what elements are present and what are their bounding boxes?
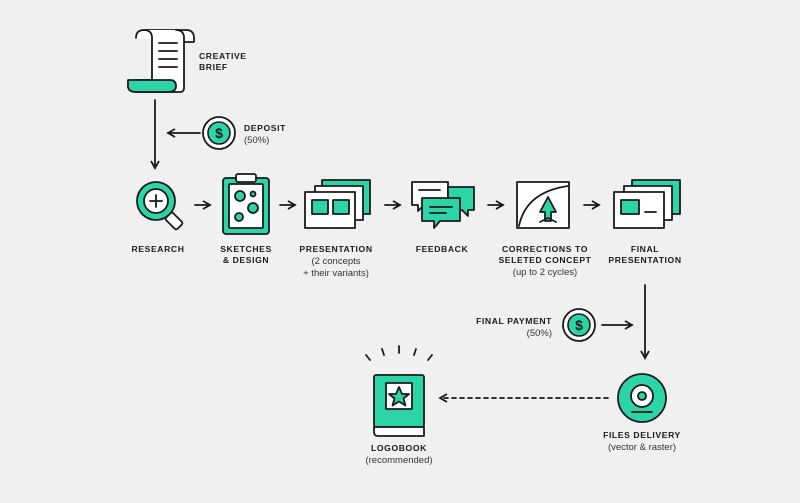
book-star-icon — [365, 345, 433, 437]
stacked-screens-icon — [613, 179, 681, 229]
corrections-title-line2: SELETED CONCEPT — [498, 255, 592, 265]
deposit-sub: (50%) — [244, 135, 270, 146]
cursor-curve-icon — [516, 181, 570, 229]
files-delivery-sub: (vector & raster) — [607, 442, 677, 453]
sketches-title-line2: & DESIGN — [222, 255, 270, 265]
label-creative-brief: CREATIVE BRIEF — [199, 51, 247, 73]
brief-title-line1: CREATIVE — [199, 51, 247, 61]
brief-title-line2: BRIEF — [199, 62, 228, 72]
final-presentation-title-line1: FINAL — [630, 244, 660, 254]
magnifier-plus-icon — [136, 181, 184, 231]
stacked-cards-icon — [304, 179, 371, 229]
label-logobook: LOGOBOOK (recommended) — [349, 443, 449, 466]
sketches-title-line1: SKETCHES — [220, 244, 272, 254]
logobook-title: LOGOBOOK — [371, 443, 427, 453]
feedback-title: FEEDBACK — [415, 244, 469, 254]
label-research: RESEARCH — [118, 244, 198, 255]
presentation-title: PRESENTATION — [299, 244, 373, 254]
deposit-title: DEPOSIT — [244, 123, 286, 133]
logobook-sub: (recommended) — [365, 455, 433, 466]
label-final-presentation: FINAL PRESENTATION — [600, 244, 690, 266]
dollar-coin-icon: $ — [562, 308, 596, 342]
label-presentation: PRESENTATION (2 concepts + their variant… — [291, 244, 381, 279]
svg-text:$: $ — [575, 317, 583, 333]
label-final-payment: FINAL PAYMENT (50%) — [450, 316, 552, 339]
dollar-coin-icon: $ — [202, 116, 236, 150]
presentation-sub-line1: (2 concepts — [311, 256, 361, 267]
chat-bubbles-icon — [411, 181, 475, 229]
final-payment-title: FINAL PAYMENT — [476, 316, 552, 326]
label-deposit: DEPOSIT (50%) — [244, 123, 286, 146]
label-sketches: SKETCHES & DESIGN — [206, 244, 286, 266]
label-corrections: CORRECTIONS TO SELETED CONCEPT (up to 2 … — [492, 244, 598, 278]
label-files-delivery: FILES DELIVERY (vector & raster) — [590, 430, 694, 453]
clipboard-icon — [222, 173, 270, 235]
label-feedback: FEEDBACK — [402, 244, 482, 255]
research-title: RESEARCH — [131, 244, 185, 254]
svg-text:$: $ — [215, 125, 223, 141]
presentation-sub-line2: + their variants) — [303, 268, 369, 279]
corrections-sub: (up to 2 cycles) — [512, 267, 578, 278]
final-payment-sub: (50%) — [526, 328, 552, 339]
scroll-icon — [127, 29, 195, 93]
final-presentation-title-line2: PRESENTATION — [608, 255, 682, 265]
corrections-title-line1: CORRECTIONS TO — [501, 244, 589, 254]
files-delivery-title: FILES DELIVERY — [603, 430, 681, 440]
disc-icon — [617, 373, 667, 423]
